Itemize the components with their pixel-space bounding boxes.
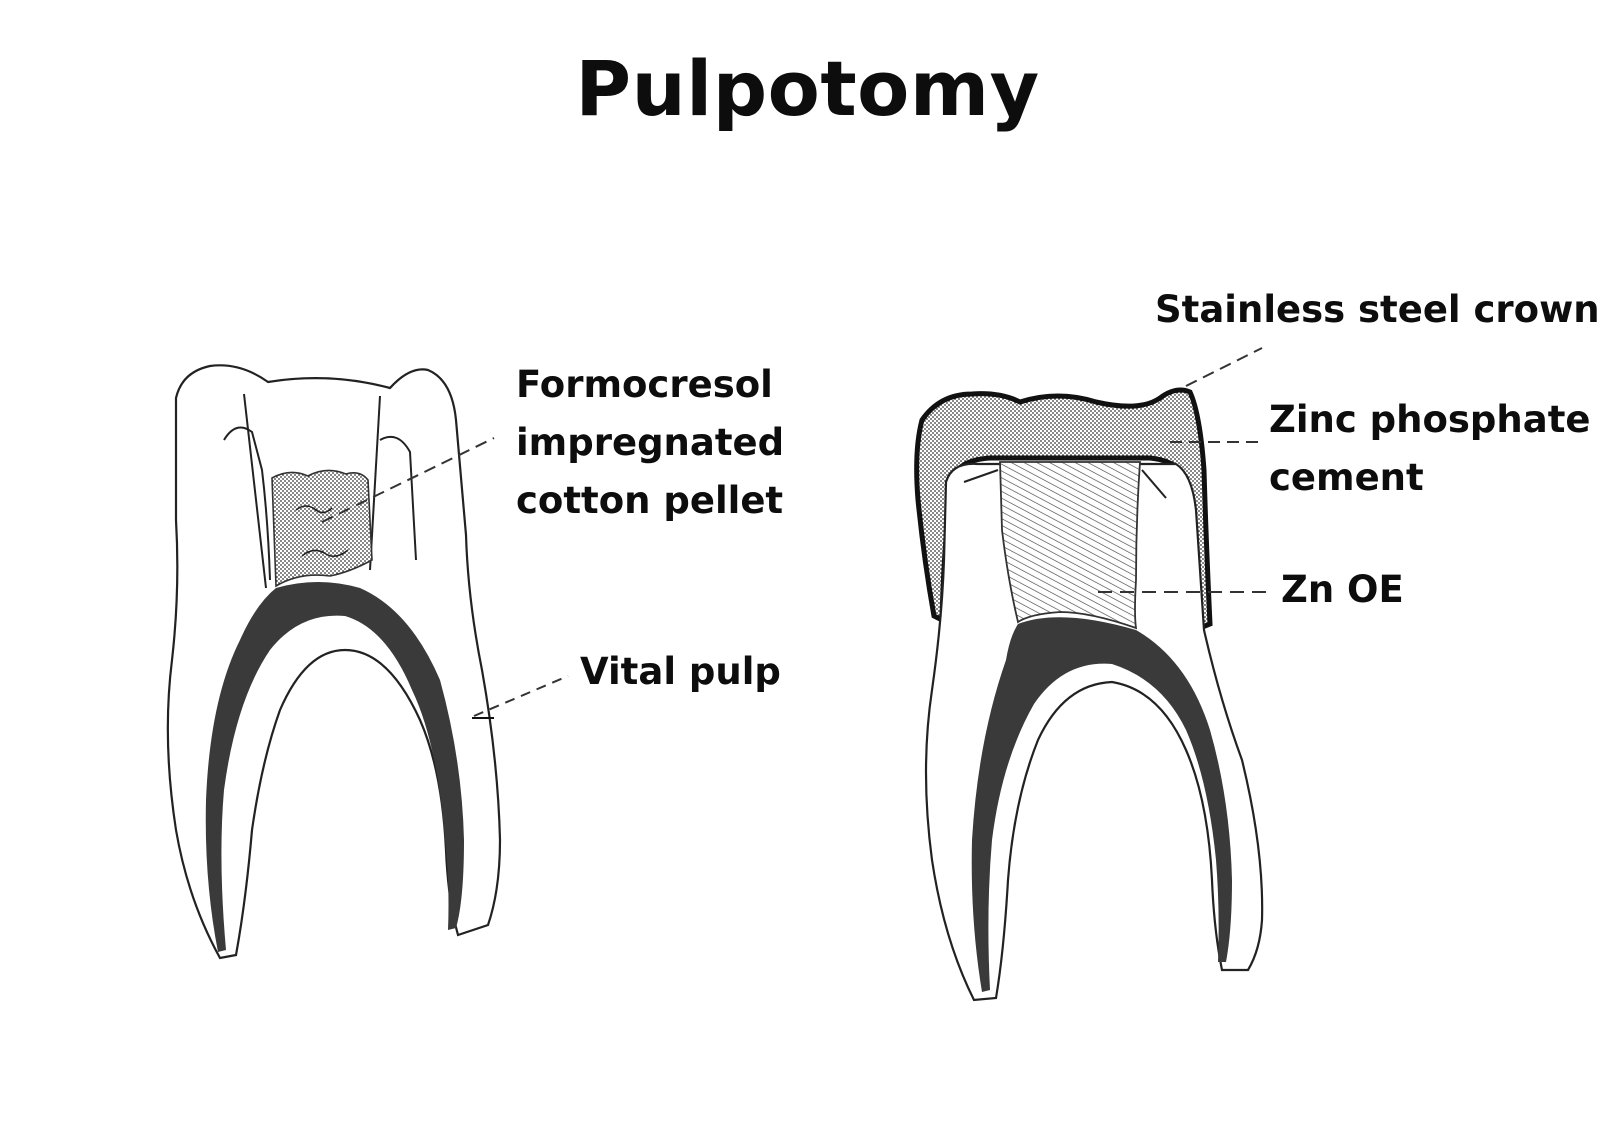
left-cotton-pellet xyxy=(271,469,373,588)
vital-pulp-leader-line xyxy=(473,675,569,717)
left-chamber-wall xyxy=(243,393,267,589)
right-tooth xyxy=(914,387,1264,1002)
formocresol-label: Formocresol impregnated cotton pellet xyxy=(516,356,784,530)
right-chamber-wall xyxy=(963,469,999,483)
zn-oe-label: Zn OE xyxy=(1281,568,1404,611)
left-cotton-fibers xyxy=(295,505,349,557)
stainless-steel-crown-label: Stainless steel crown xyxy=(1155,288,1600,331)
right-znoe-base xyxy=(999,461,1141,630)
left-tooth xyxy=(166,364,502,960)
zinc-phosphate-cement-label: Zinc phosphate cement xyxy=(1269,391,1591,507)
formocresol-leader-line xyxy=(321,437,495,523)
crown-leader-line xyxy=(1185,347,1263,387)
left-pulp-chamber-outline xyxy=(223,426,417,581)
zinc-label-line: cement xyxy=(1269,456,1424,499)
right-chamber-wall xyxy=(1141,469,1167,499)
right-tooth-outline xyxy=(924,462,1264,1002)
formocresol-label-line: Formocresol xyxy=(516,363,773,406)
formocresol-label-line: impregnated xyxy=(516,421,785,464)
formocresol-label-line: cotton pellet xyxy=(516,479,784,522)
vital-pulp-label: Vital pulp xyxy=(580,650,781,693)
zinc-label-line: Zinc phosphate xyxy=(1269,398,1591,441)
page-title: Pulpotomy xyxy=(575,44,1040,133)
